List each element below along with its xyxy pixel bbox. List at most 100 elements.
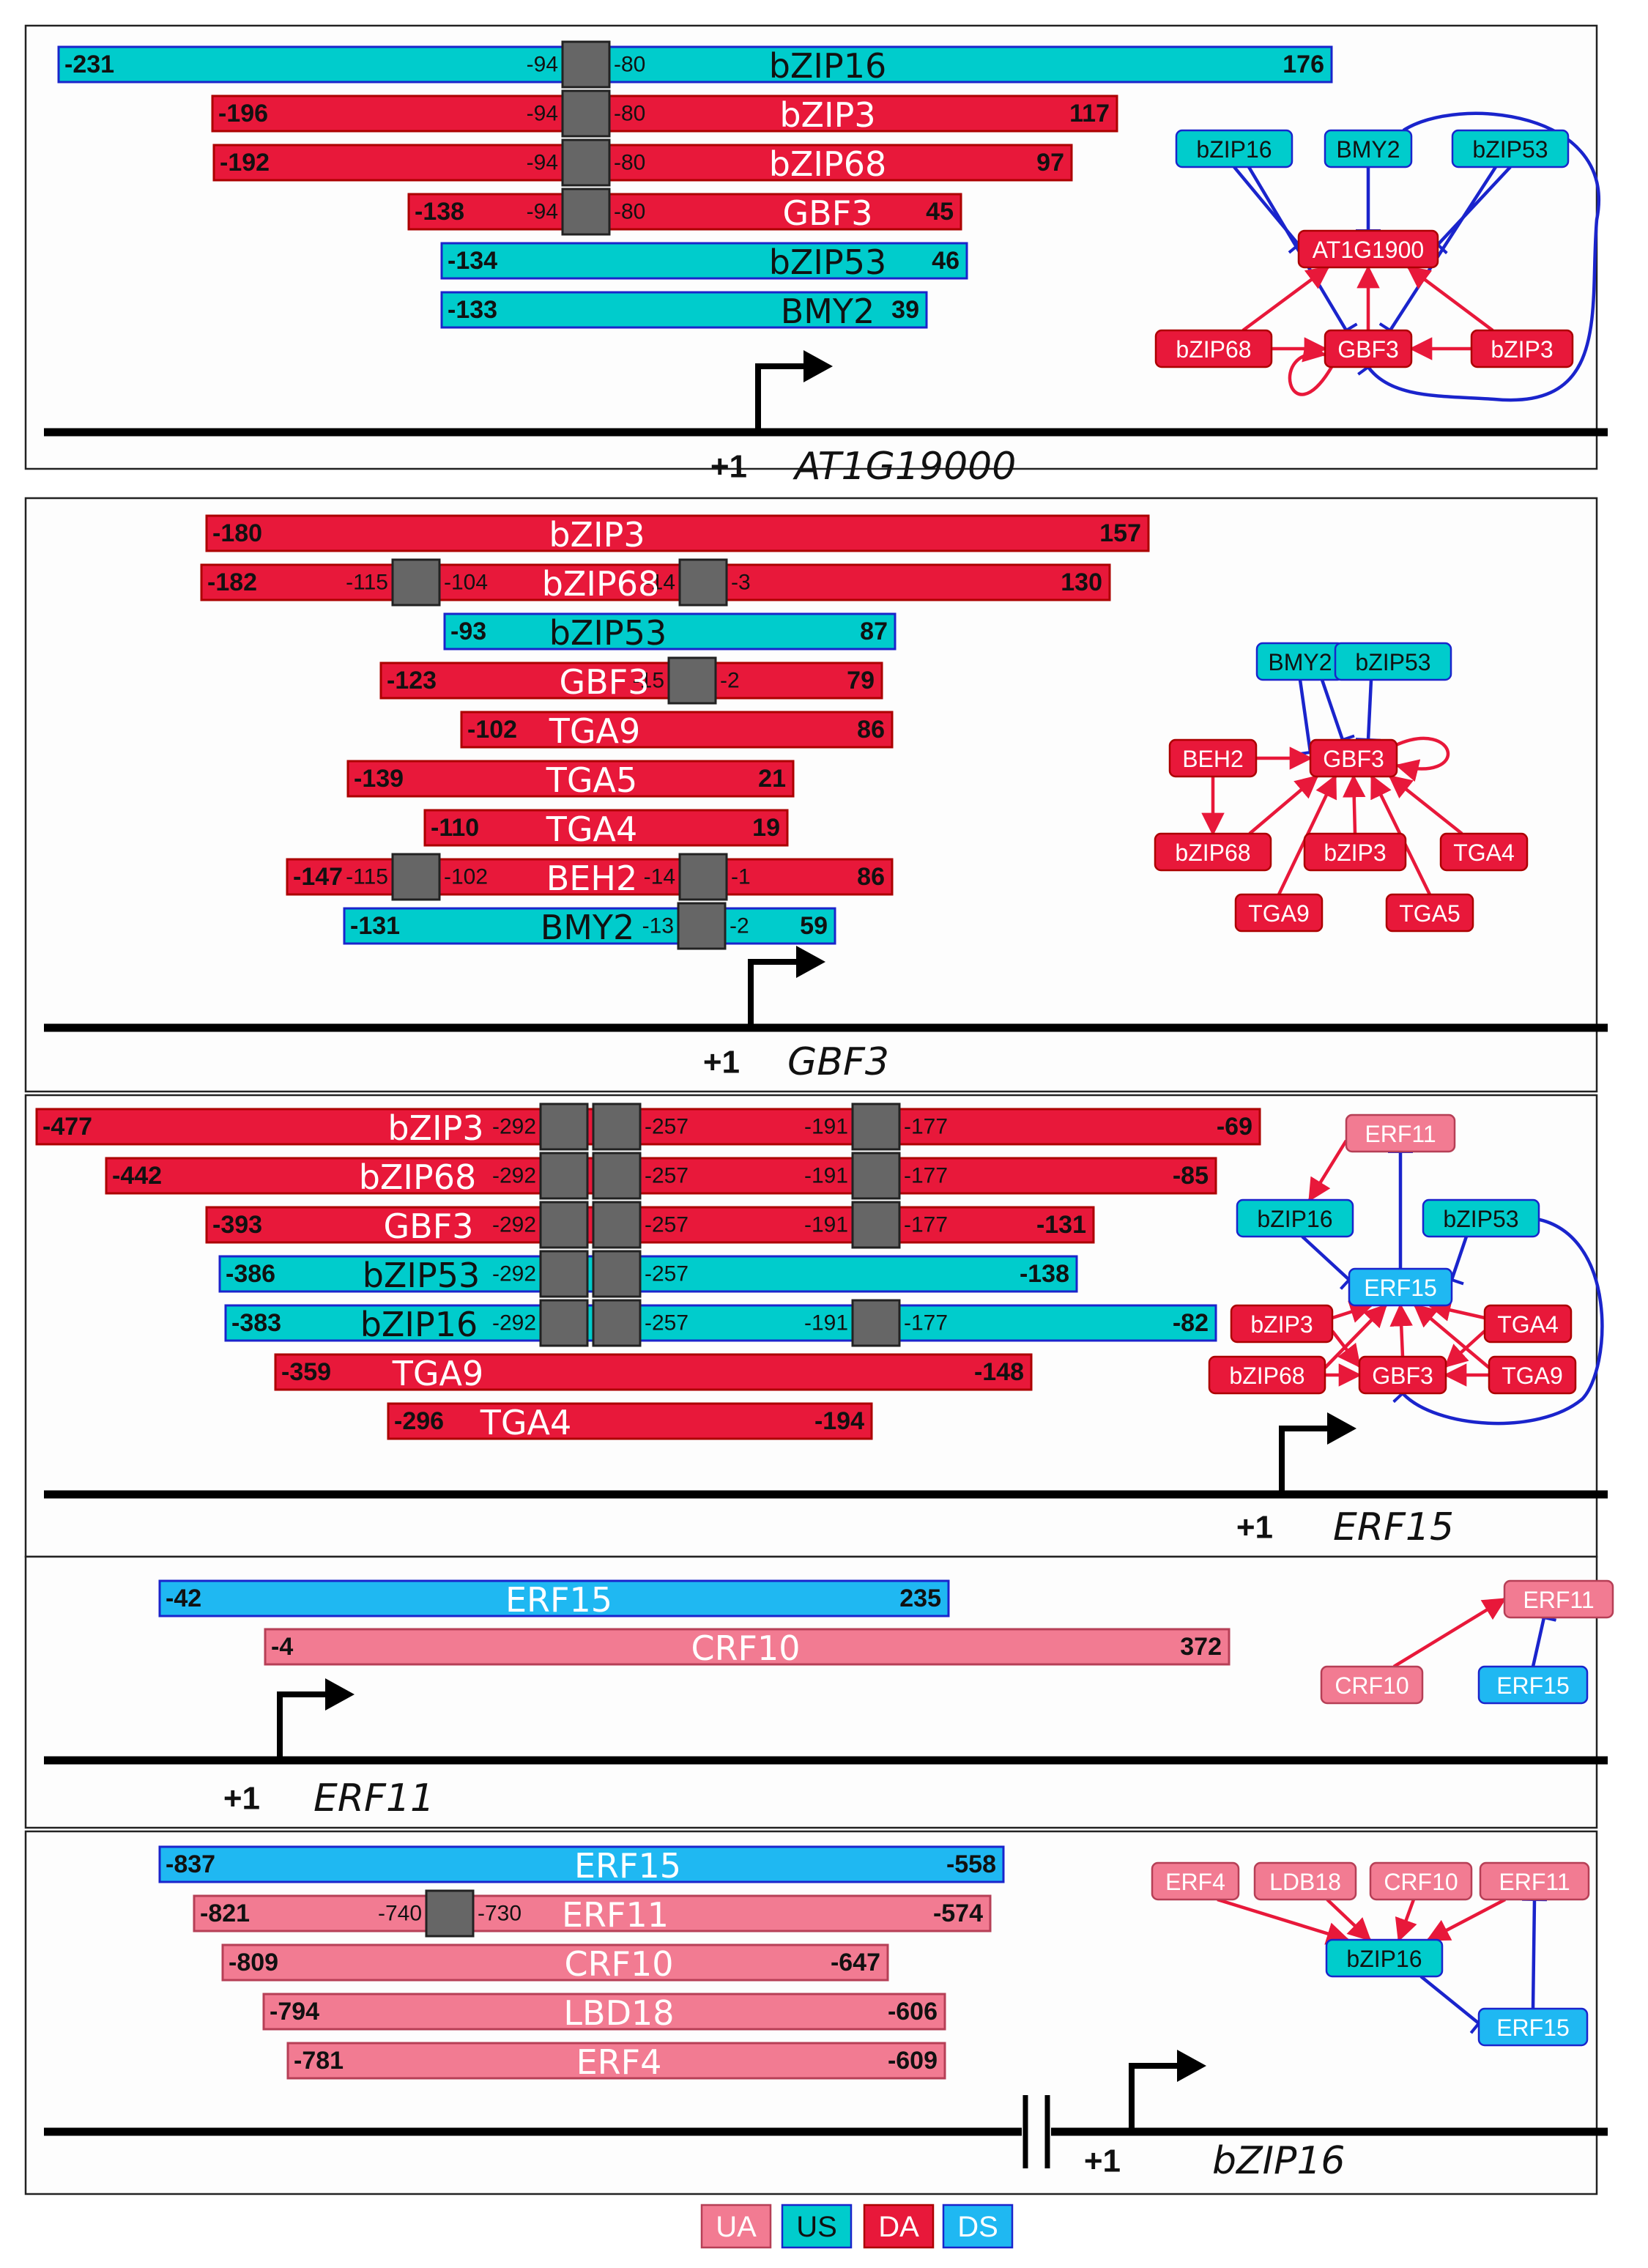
node-label: BMY2 [1268,649,1332,675]
node-box [1334,642,1452,681]
node-box [1234,893,1324,933]
tf-name: bZIP68 [542,564,660,604]
tf-name: TGA4 [480,1403,571,1442]
node-box [1175,129,1293,168]
activation-edge [1427,1298,1485,1322]
node-label: ERF15 [1364,1275,1437,1301]
legend-swatch [700,2204,772,2249]
node-label: bZIP68 [1229,1363,1304,1389]
binding-site-box [678,853,728,901]
node-box [1297,229,1439,269]
bar-rect [158,1845,1005,1883]
tf-name: GBF3 [560,662,650,702]
bar-right-coord: -148 [974,1358,1024,1386]
tf-name: bZIP53 [363,1256,480,1295]
node-box [1488,1355,1577,1395]
site-left-coord: -94 [527,151,558,175]
bar-left-coord: -182 [207,568,257,596]
node-box [1477,1665,1589,1705]
binding-site-box [425,1889,475,1938]
bar-left-coord: -442 [112,1162,162,1190]
site-right-coord: -257 [645,1311,688,1335]
site-right-coord: -177 [904,1213,948,1237]
bar-right-coord: 86 [857,716,885,744]
node-box [1253,1861,1357,1901]
bar-right-coord: 39 [891,296,919,324]
binding-site-box [851,1102,901,1151]
bar-rect [264,1628,1231,1666]
self-loop-edge [1288,339,1333,396]
node-label: bZIP3 [1250,1311,1313,1338]
bar-left-coord: -42 [166,1585,201,1612]
legend-item-us: US [781,2204,853,2249]
activation-edge [1389,1302,1413,1357]
repression-edge [1247,166,1358,338]
bar-right-coord: -85 [1173,1162,1209,1190]
site-left-coord: -15 [633,669,664,693]
node-label: bZIP3 [1491,336,1553,363]
tss-arrowhead [1177,2050,1206,2082]
activation-edge [1388,775,1463,835]
repression-edge [1378,166,1497,338]
activation-edge [1406,266,1494,332]
network-node-erf11: ERF11 [1345,1113,1456,1153]
tf-name: LBD18 [563,1993,674,2033]
feedback-edge [1392,1216,1604,1426]
tf-name: BMY2 [781,292,875,331]
repression-edge [1439,1236,1469,1286]
node-box [1439,832,1529,872]
site-left-coord: -191 [804,1164,848,1188]
site-left-coord: -115 [346,571,388,595]
network-node-erf15: ERF15 [1477,1665,1589,1705]
node-box [1345,1113,1456,1153]
node-label: GBF3 [1323,746,1384,772]
network-node-erf15: ERF15 [1348,1267,1453,1307]
network-node-erf11: ERF11 [1503,1579,1614,1619]
binding-site-box [539,1299,589,1347]
network-node-bzip68: bZIP68 [1208,1355,1326,1395]
bar-rect [286,858,894,896]
node-label: bZIP53 [1443,1206,1518,1232]
node-box [1385,893,1474,933]
site-left-coord: -14 [644,571,675,595]
bar-rect [274,1353,1033,1391]
legend-item-ds: DS [942,2204,1014,2249]
legend-label: DS [957,2211,998,2243]
node-box [1369,1861,1473,1901]
node-label: LDB18 [1269,1869,1341,1895]
bar-rect [346,760,795,798]
network-node-bzip3: bZIP3 [1470,329,1574,368]
bar-left-coord: -180 [212,519,262,547]
node-label: bZIP68 [1176,336,1251,363]
bar-right-coord: 21 [758,765,786,793]
network-node-erf11: ERF11 [1479,1861,1590,1901]
binding-site-box [561,89,611,138]
bar-right-coord: 79 [847,667,875,694]
network-node-beh2: BEH2 [1168,738,1258,778]
gene-name: ERF15 [1333,1505,1454,1549]
site-right-coord: -104 [444,571,488,595]
activation-edge [1342,774,1366,834]
node-label: BMY2 [1336,136,1400,163]
bar-left-coord: -477 [42,1113,92,1141]
tss-arrowhead [1327,1412,1356,1445]
bar-left-coord: -821 [200,1900,250,1927]
tss-arrow [277,1691,331,1760]
tss-label: +1 [1084,2143,1121,2179]
network-node-tga4: TGA4 [1439,832,1529,872]
